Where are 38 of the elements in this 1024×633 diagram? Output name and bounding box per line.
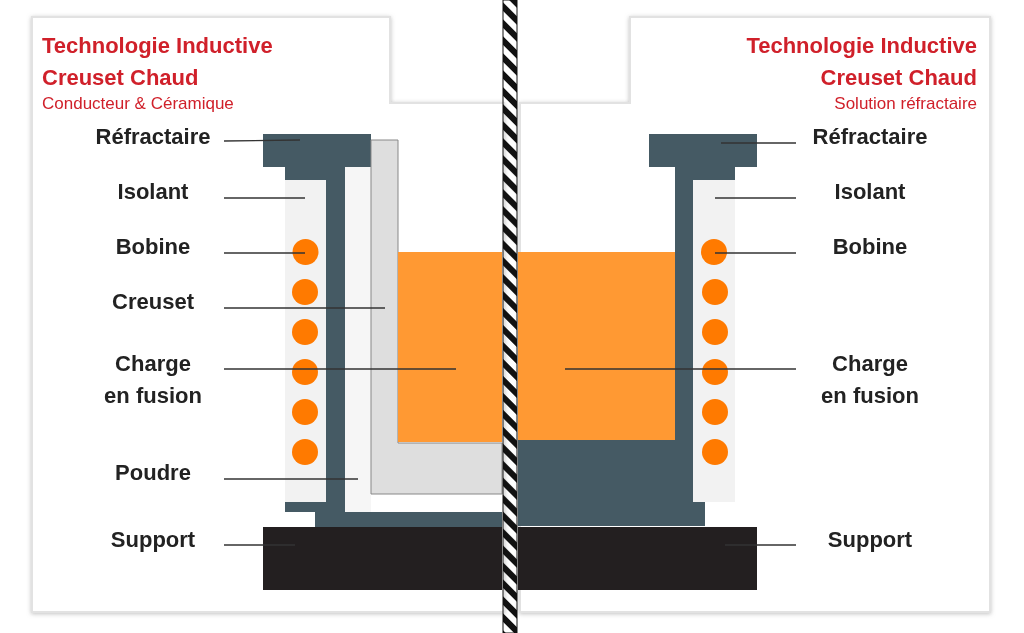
- part-label: Bobine: [785, 231, 955, 263]
- leader-line: [223, 197, 306, 199]
- part-label: Charge en fusion: [818, 348, 922, 412]
- part-label: Poudre: [68, 457, 238, 489]
- leader-line: [714, 197, 797, 199]
- leader-line: [223, 139, 301, 142]
- refractory-lining: [263, 134, 502, 527]
- part-label: Réfractaire: [68, 121, 238, 153]
- support-base: [263, 527, 502, 590]
- part-label: Isolant: [68, 176, 238, 208]
- leader-line: [223, 307, 386, 309]
- leader-line: [724, 544, 797, 546]
- molten-charge: [398, 252, 502, 442]
- title-text: Technologie Inductive Creuset Chaud: [745, 32, 977, 92]
- part-label: Support: [785, 524, 955, 556]
- leader-line: [223, 478, 359, 480]
- part-label: Charge en fusion: [101, 348, 205, 412]
- leader-line: [714, 252, 797, 254]
- leader-line: [720, 142, 797, 144]
- powder-layer: [345, 167, 371, 512]
- induction-coil: [292, 239, 319, 265]
- subtitle-text: Conducteur & Céramique: [42, 94, 234, 114]
- crucible: [370, 139, 503, 495]
- part-label: Bobine: [68, 231, 238, 263]
- support-base: [518, 527, 757, 590]
- title-text: Technologie Inductive Creuset Chaud: [42, 32, 274, 92]
- leader-line: [564, 368, 797, 370]
- part-label: Support: [68, 524, 238, 556]
- part-label: Réfractaire: [785, 121, 955, 153]
- induction-coil: [701, 239, 727, 265]
- leader-line: [223, 368, 457, 370]
- part-label: Isolant: [785, 176, 955, 208]
- molten-charge: [518, 252, 675, 440]
- leader-line: [223, 544, 296, 546]
- subtitle-text: Solution réfractaire: [834, 94, 977, 114]
- leader-line: [223, 252, 306, 254]
- refractory-lining: [518, 134, 757, 526]
- part-label: Creuset: [68, 286, 238, 318]
